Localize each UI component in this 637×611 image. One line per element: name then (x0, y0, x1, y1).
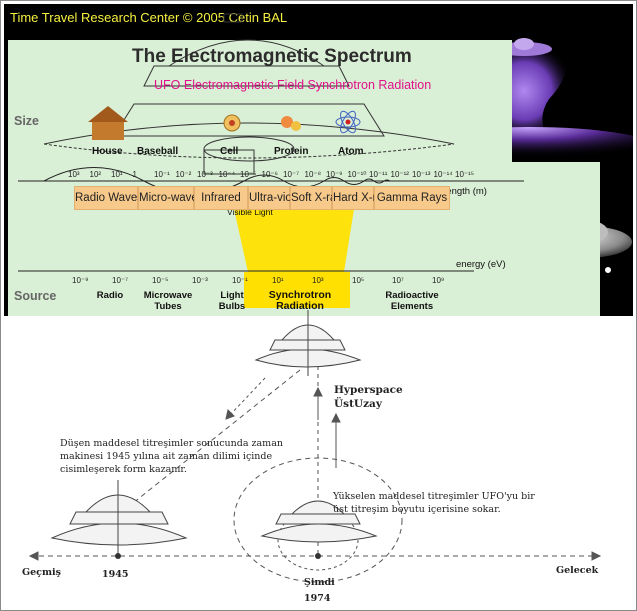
vibration-circle-small (277, 509, 359, 571)
synchrotron-source-highlight (244, 272, 350, 308)
wavelength-tick: 10⁻⁴ (218, 170, 236, 179)
house-icon (88, 106, 128, 140)
wavelength-tick: 10⁻² (175, 170, 192, 179)
spectrum-title: The Electromagnetic Spectrum (132, 46, 412, 67)
wavelength-tick: 10⁻¹⁰ (347, 170, 367, 179)
wavelength-tick: 1 (132, 170, 137, 179)
size-protein: Protein (274, 146, 309, 157)
size-house: House (92, 146, 123, 157)
size-atom: Atom (338, 146, 364, 157)
energy-tick: 10⁻¹ (232, 276, 248, 285)
wavelength-tick: 10⁻¹⁵ (455, 170, 475, 179)
wavelength-label: wavelength (m) (422, 186, 487, 197)
wavelength-tick: 10⁻¹ (154, 170, 170, 179)
protein-icon (281, 116, 301, 131)
energy-tick: 10⁻⁷ (112, 276, 129, 285)
energy-tick: 10⁻³ (192, 276, 208, 285)
wavelength-tick: 10⁻⁶ (261, 170, 278, 179)
past-label: Geçmiş (22, 567, 61, 578)
energy-tick: 10¹ (272, 276, 284, 285)
ufo-radiation-title: UFO Electromagnetic Field Synchrotron Ra… (154, 78, 432, 92)
source-radio: Radio (96, 290, 124, 301)
wavelength-tick: 10⁻¹² (390, 170, 409, 179)
band-gamma: Gamma Rays (374, 186, 450, 210)
energy-tick: 10⁹ (432, 276, 445, 285)
marker-1945 (115, 553, 121, 559)
wavelength-tick: 10² (89, 170, 102, 179)
credit-text: Time Travel Research Center © 2005 Cetin… (10, 10, 288, 25)
ufo-sketch-1945 (50, 480, 188, 556)
now-label: Şimdi (304, 577, 335, 588)
energy-tick: 10⁷ (392, 276, 404, 285)
wavelength-tick: 10³ (68, 170, 80, 179)
diagonal-path (117, 369, 301, 516)
atom-icon (335, 110, 361, 134)
marker-1974 (315, 553, 321, 559)
band-microwaves: Micro-waves (138, 186, 204, 210)
ufo-sketch-top (254, 310, 362, 376)
band-ultraviolet: Ultra-violet (248, 186, 304, 210)
energy-tick: 10⁻⁵ (152, 276, 169, 285)
wavelength-tick: 10⁻¹⁴ (433, 170, 453, 179)
ufo-sketch-1974 (260, 500, 378, 543)
visible-light-label: Visible Light (227, 207, 273, 217)
year-1974-label: 1974 (304, 593, 331, 604)
wavelength-tick: 10⁻⁸ (304, 170, 322, 179)
band-radio: Radio Waves (74, 186, 143, 210)
wavelength-tick: 10⁻⁷ (283, 170, 300, 179)
size-label: Size (14, 114, 40, 128)
band-soft-xrays: Soft X-rays (290, 186, 348, 210)
energy-tick: 10⁵ (352, 276, 365, 285)
timeline-left-arrow (28, 551, 39, 561)
size-cell: Cell (220, 146, 239, 157)
wavelength-tick: 10⁻⁵ (240, 170, 257, 179)
wavelength-tick: 10⁻¹¹ (369, 170, 388, 179)
spectrum-overlay (18, 13, 524, 308)
energy-tick: 10⁻⁹ (72, 276, 89, 285)
wavelength-tick: 10⁻¹³ (412, 170, 431, 179)
vibration-circle-large (233, 457, 403, 583)
cell-icon (223, 114, 241, 132)
wavelength-tick: 10⁻⁹ (326, 170, 343, 179)
synchrotron-highlight (234, 209, 354, 272)
energy-tick: 10³ (312, 276, 324, 285)
band-infrared: Infrared (194, 186, 248, 210)
falling-vibrations-text: Düşen maddesel titreşimler sonucunda zam… (60, 438, 283, 475)
year-1945-label: 1945 (102, 569, 129, 580)
future-label: Gelecek (556, 565, 599, 576)
rising-vibrations-text: Yükselen maddesel titreşimler UFO'yu bir… (333, 491, 535, 515)
star-light (605, 267, 611, 273)
size-baseball: Baseball (137, 146, 179, 157)
wavelength-tick: 10¹ (111, 170, 123, 179)
ustuzay-label: ÜstUzay (334, 398, 382, 410)
spectrum-panel: Time Travel Research Center © 2005 Cetin… (4, 4, 633, 316)
wavelength-tick: 10⁻³ (197, 170, 213, 179)
energy-label: energy (eV) (456, 259, 506, 270)
timeline-right-arrow (591, 551, 602, 561)
purple-ufo-dome (514, 38, 534, 50)
diagonal-arrow (229, 377, 266, 416)
hyperspace-label: Hyperspace (334, 384, 403, 396)
source-label: Source (14, 289, 57, 303)
up-arrow-head (331, 412, 341, 423)
